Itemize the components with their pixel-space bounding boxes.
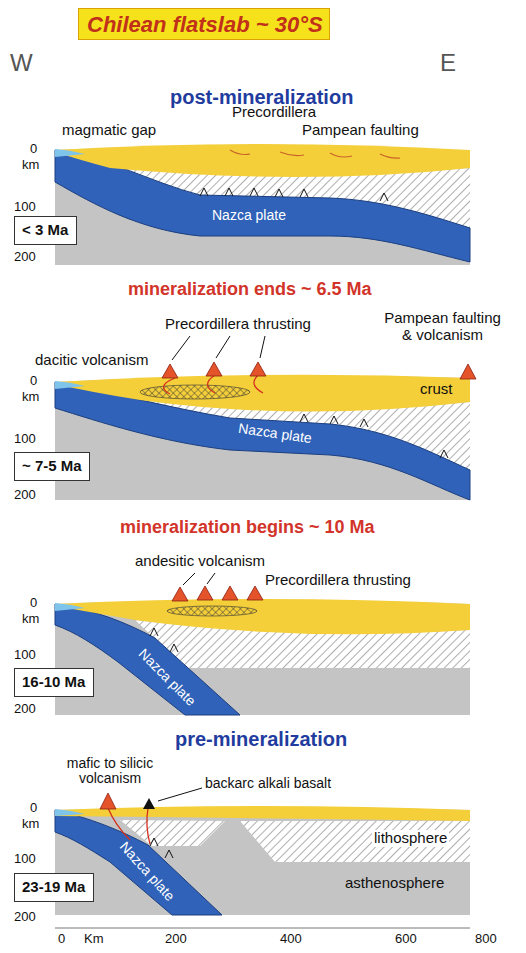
side-label: E: [440, 50, 456, 76]
distance-tick: 0: [58, 932, 65, 946]
asthenosphere: [55, 376, 470, 500]
depth-tick: 100: [14, 852, 36, 866]
feature-label: magmatic gap: [62, 122, 156, 139]
side-label: W: [10, 50, 33, 76]
distance-tick: 400: [280, 932, 302, 946]
leader-lines: [183, 573, 215, 585]
age-box: 23-19 Ma: [14, 873, 94, 902]
slab-marks: [150, 628, 178, 652]
depth-tick: 0: [30, 374, 37, 388]
age-box: 16-10 Ma: [14, 668, 94, 697]
crust: [55, 375, 470, 412]
feature-label: Precordillera: [232, 104, 316, 121]
asthenosphere: [55, 807, 470, 915]
depth-tick: 0: [30, 801, 37, 815]
crust: [55, 599, 470, 634]
feature-label: andesitic volcanism: [135, 553, 265, 570]
magma: [108, 808, 150, 844]
depth-tick: 200: [14, 910, 36, 924]
feature-label: lithosphere: [372, 830, 449, 847]
asthenosphere: [55, 600, 470, 715]
volcanoes: [172, 586, 263, 601]
distance-tick: 200: [165, 932, 187, 946]
distance-axis: [55, 928, 470, 929]
age-box: ~ 7-5 Ma: [14, 452, 90, 481]
crust: [55, 144, 470, 177]
depth-tick: km: [22, 817, 39, 831]
section-pre: [55, 788, 470, 915]
section-begins: [55, 573, 470, 715]
title-box: Chilean flatslab ~ 30°S: [78, 8, 330, 40]
distance-tick: 800: [475, 932, 497, 946]
depth-tick: 100: [14, 200, 36, 214]
panel-title: mineralization begins ~ 10 Ma: [120, 518, 375, 538]
depth-tick: km: [22, 612, 39, 626]
leader-lines: [158, 788, 202, 801]
axis-line: [55, 928, 470, 929]
volcanoes: [162, 362, 476, 379]
age-text: ~ 7-5 Ma: [22, 458, 82, 475]
slab-marks: [150, 838, 173, 858]
depth-tick: 100: [14, 648, 36, 662]
depth-tick: 0: [30, 596, 37, 610]
panel-title: pre-mineralization: [175, 728, 347, 750]
ocean: [55, 381, 85, 389]
ocean: [55, 149, 85, 157]
plate-label: Nazca plate: [212, 208, 286, 223]
slab-marks: [200, 188, 388, 201]
age-box: < 3 Ma: [14, 216, 77, 245]
ocean: [55, 603, 85, 611]
title-text: Chilean flatslab ~ 30°S: [87, 12, 321, 37]
panel-title: mineralization ends ~ 6.5 Ma: [128, 280, 372, 300]
volcano: [100, 793, 116, 809]
depth-tick: 200: [14, 250, 36, 264]
feature-label: asthenosphere: [345, 875, 444, 892]
faults: [230, 150, 400, 158]
depth-tick: 200: [14, 702, 36, 716]
slab-marks: [300, 414, 448, 458]
feature-label: crust: [420, 381, 453, 398]
lithosphere: [240, 821, 470, 862]
ocean: [55, 809, 85, 816]
leader-lines: [172, 336, 265, 360]
magma: [164, 375, 263, 394]
depth-tick: 100: [14, 432, 36, 446]
distance-tick: 600: [395, 932, 417, 946]
age-text: < 3 Ma: [22, 222, 69, 239]
feature-label: Precordillera thrusting: [265, 572, 411, 589]
crust: [55, 806, 470, 821]
age-text: 16-10 Ma: [22, 674, 86, 691]
feature-label: backarc alkali basalt: [205, 776, 331, 791]
feature-label: mafic to silicic volcanism: [60, 756, 160, 787]
age-text: 23-19 Ma: [22, 879, 86, 896]
distance-tick: Km: [84, 932, 104, 946]
feature-label: Pampean faulting: [302, 122, 419, 139]
ore-zone: [140, 385, 250, 399]
basalt-cone: [143, 798, 155, 809]
depth-tick: 200: [14, 488, 36, 502]
section-post: [55, 144, 470, 265]
feature-label: Pampean faulting & volcanism: [380, 310, 505, 343]
feature-label: dacitic volcanism: [35, 352, 148, 369]
depth-tick: km: [22, 390, 39, 404]
ore-zone: [167, 606, 257, 616]
depth-tick: km: [22, 158, 39, 172]
feature-label: Precordillera thrusting: [165, 316, 311, 333]
depth-tick: 0: [30, 142, 37, 156]
